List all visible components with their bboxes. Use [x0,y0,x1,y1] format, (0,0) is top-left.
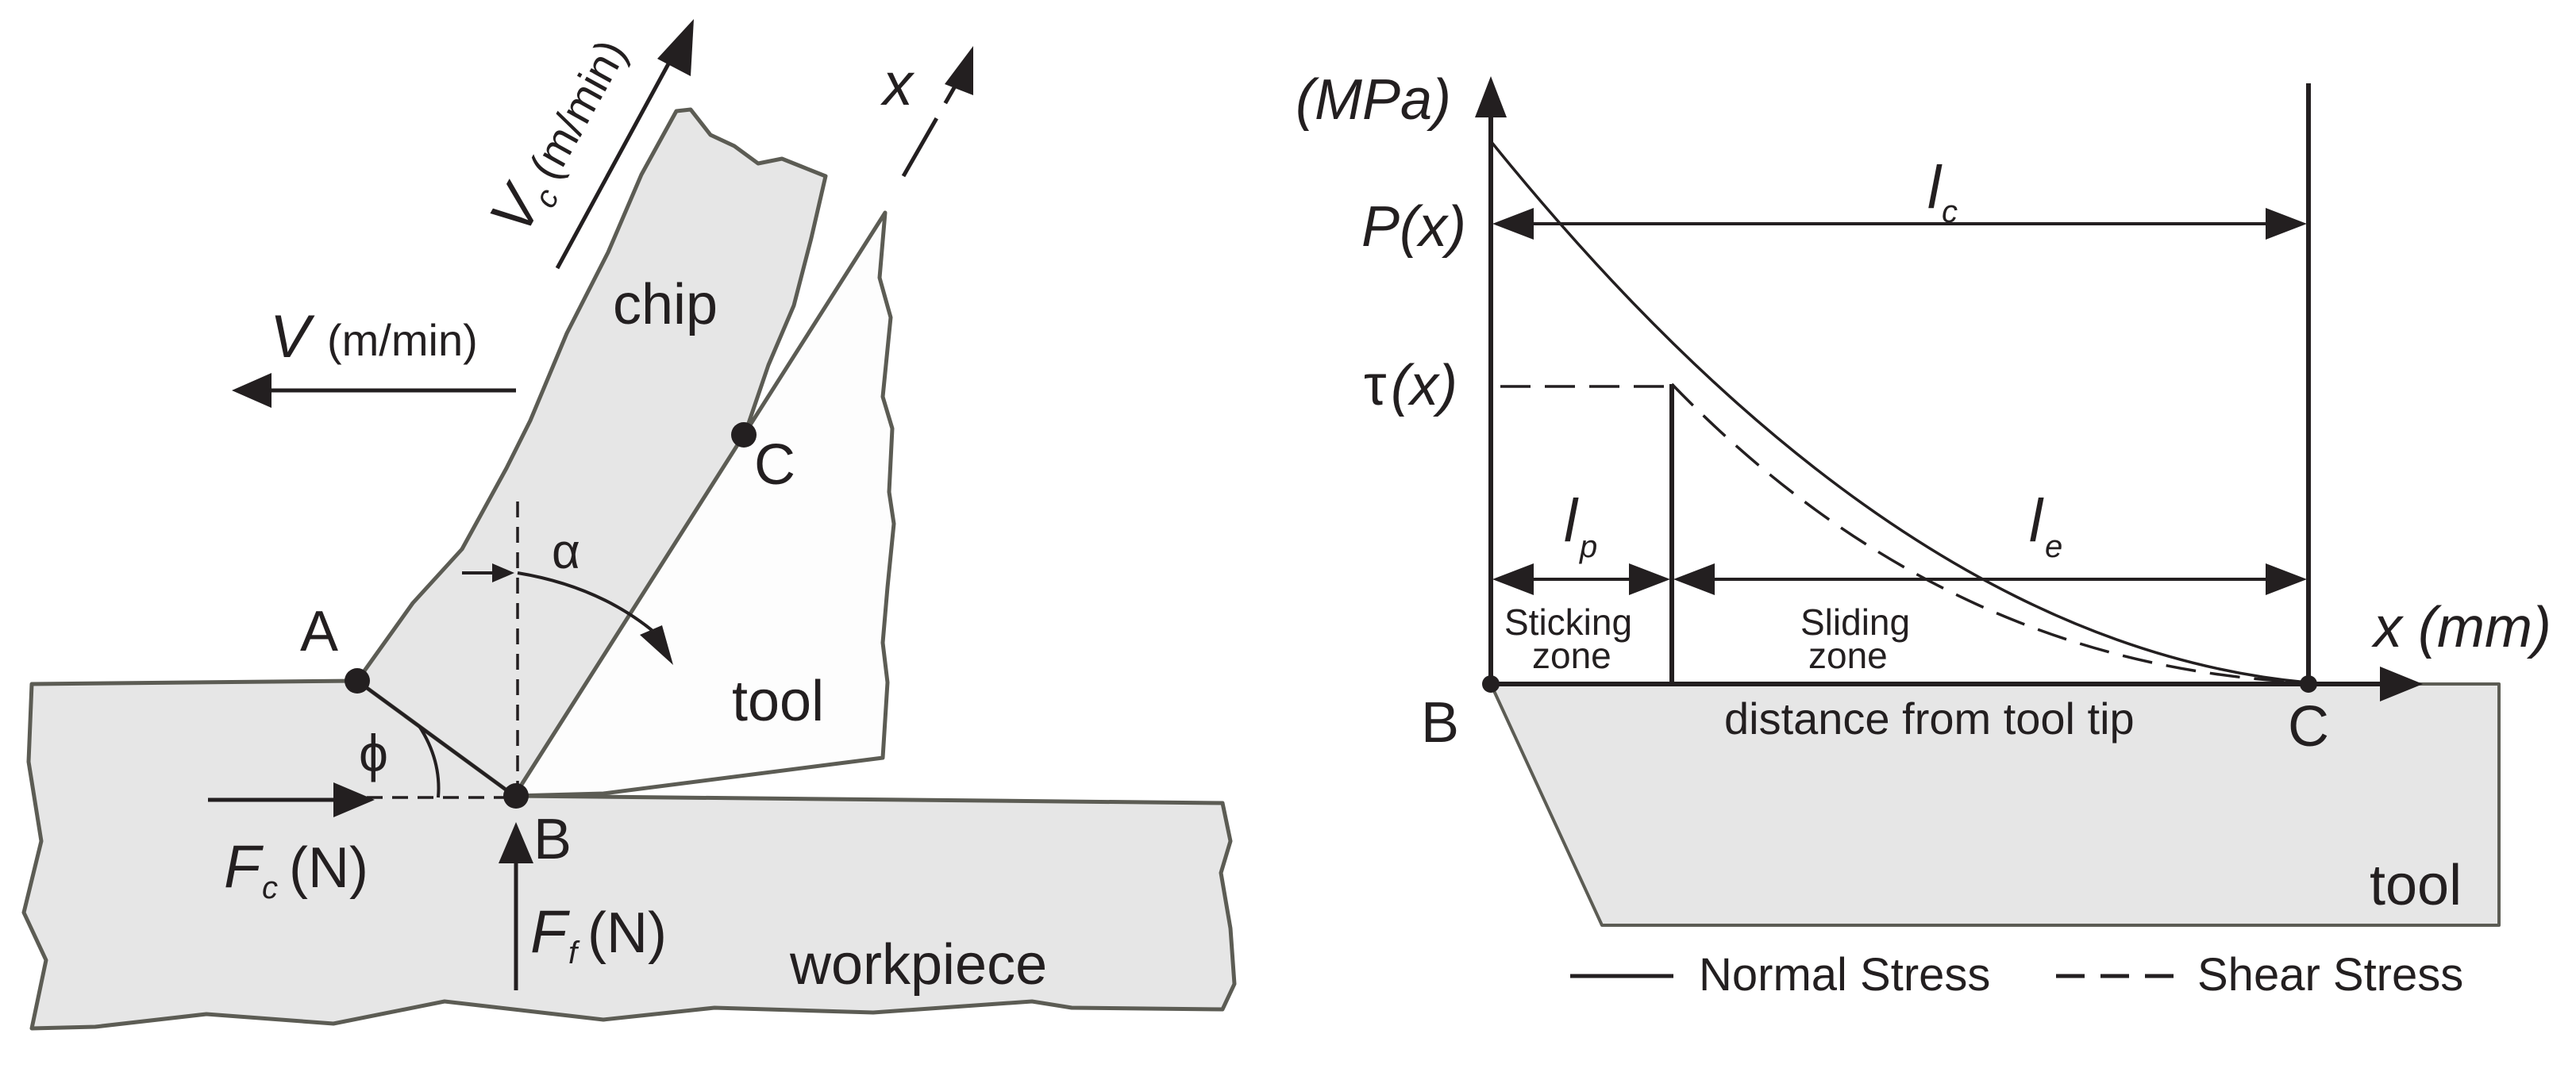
shear-angle-label: ϕ [359,724,388,782]
svg-text:V: V [477,172,558,244]
lp-arrow-left [1492,563,1534,595]
fc-arrowhead [333,782,375,817]
fc-symbol: F [224,833,264,901]
le-arrow-right [2266,563,2307,595]
y-axis-arrowhead [1475,76,1507,117]
sliding-zone-line1: Sliding [1800,601,1910,643]
legend-normal-label: Normal Stress [1699,949,1990,1001]
shear-plane-line [356,679,516,797]
vc-label: V c (m/min) [477,31,637,244]
distance-label: distance from tool tip [1724,694,2135,744]
ff-symbol: F [530,898,570,966]
point-b-dot [503,783,529,809]
svg-text:(m/min): (m/min) [519,31,636,187]
workpiece-shape [21,678,1237,1031]
sliding-zone-line2: zone [1808,635,1888,676]
x-axis-line [901,78,961,178]
sticking-zone-line1: Sticking [1504,601,1632,643]
rake-angle-tick-arrowhead [492,563,514,582]
tau-symbol: τ [1364,354,1386,417]
p-label: P(x) [1361,195,1466,259]
le-symbol: l [2029,487,2044,555]
fc-subscript: c [262,870,278,905]
point-b-label: B [533,808,572,871]
lc-symbol: l [1927,154,1943,221]
shear-angle-arc [418,724,441,798]
y-axis-unit: (MPa) [1296,68,1451,132]
point-c-label-right: C [2288,695,2329,759]
tau-arg: (x) [1391,354,1457,417]
rake-angle-arc [517,571,664,641]
v-symbol: V [270,303,315,371]
v-arrowhead [232,373,271,408]
point-c-label: C [754,433,795,497]
sticking-zone-line2: zone [1532,635,1611,676]
orthogonal-cutting-diagram: x V c (m/min) V (m/min) chip tool workpi… [21,19,1237,1031]
point-c-dot-right [2300,675,2317,693]
chip-shape [355,107,828,798]
x-axis-arrowhead [945,46,973,95]
x-axis-arrowhead-right [2380,667,2423,701]
rake-angle-arrowhead [640,625,673,665]
tool-block-label: tool [2370,854,2462,917]
lp-symbol: l [1564,487,1579,555]
x-axis-label-right: x (mm) [2371,596,2551,659]
tool-label: tool [732,670,824,733]
point-b-dot-right [1482,675,1500,693]
x-axis-label: x [880,51,915,118]
le-arrow-left [1673,563,1715,595]
legend: Normal Stress Shear Stress [1570,949,2463,1001]
rake-angle-label: α [552,525,580,579]
point-c-dot [731,422,757,448]
workpiece-label: workpiece [789,933,1047,997]
point-a-label: A [300,600,338,663]
ff-arrowhead [499,822,533,863]
lc-arrow-right [2266,208,2307,240]
le-subscript: e [2045,529,2062,564]
normal-stress-curve [1489,140,2308,684]
shear-stress-curve [1670,382,2308,684]
vc-arrowhead [657,19,694,76]
fc-unit: (N) [289,836,368,900]
stress-distribution-diagram: tool distance from tool tip (MPa) x (mm)… [1296,68,2551,1001]
chip-label: chip [613,273,718,336]
v-unit: (m/min) [327,315,478,365]
point-a-dot [345,668,370,694]
vc-arrow-line [555,58,673,270]
lc-subscript: c [1942,194,1958,229]
lc-arrow-left [1492,208,1534,240]
point-b-label-right: B [1421,691,1459,755]
tool-shape [512,210,896,798]
lp-arrow-right [1629,563,1670,595]
legend-shear-label: Shear Stress [2197,949,2463,1001]
lp-subscript: p [1579,529,1597,564]
ff-unit: (N) [587,901,667,965]
